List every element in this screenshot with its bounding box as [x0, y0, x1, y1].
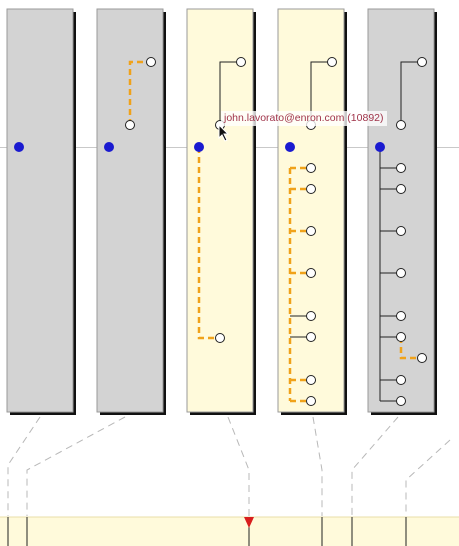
node-tooltip: john.lavorato@enron.com (10892)	[221, 111, 387, 126]
message-node[interactable]	[396, 375, 406, 385]
message-node[interactable]	[327, 57, 337, 67]
message-node[interactable]	[306, 311, 316, 321]
root-node[interactable]	[285, 142, 295, 152]
root-node[interactable]	[104, 142, 114, 152]
mouse-pointer-icon	[218, 124, 230, 142]
message-node[interactable]	[396, 120, 406, 130]
message-node[interactable]	[306, 226, 316, 236]
message-node[interactable]	[125, 120, 135, 130]
snapshot-panel-1[interactable]	[6, 8, 76, 415]
root-node[interactable]	[14, 142, 24, 152]
message-node[interactable]	[396, 226, 406, 236]
snapshot-panel-3[interactable]	[186, 8, 256, 415]
message-node[interactable]	[215, 333, 225, 343]
message-node[interactable]	[146, 57, 156, 67]
message-node[interactable]	[396, 163, 406, 173]
timeline-connectors	[7, 416, 451, 516]
red-triangle-icon[interactable]	[244, 517, 254, 528]
message-node[interactable]	[306, 184, 316, 194]
message-node[interactable]	[396, 184, 406, 194]
snapshot-panel-5[interactable]	[367, 8, 437, 415]
message-node[interactable]	[306, 396, 316, 406]
message-node[interactable]	[396, 332, 406, 342]
message-node[interactable]	[417, 57, 427, 67]
message-node[interactable]	[236, 57, 246, 67]
snapshot-panel-2[interactable]	[96, 8, 166, 415]
root-node[interactable]	[375, 142, 385, 152]
message-node[interactable]	[306, 332, 316, 342]
root-node[interactable]	[194, 142, 204, 152]
message-node[interactable]	[396, 396, 406, 406]
snapshot-panel-4[interactable]	[277, 8, 347, 415]
message-node[interactable]	[396, 311, 406, 321]
message-node[interactable]	[306, 268, 316, 278]
message-node[interactable]	[306, 163, 316, 173]
message-node[interactable]	[417, 353, 427, 363]
timeline[interactable]	[0, 516, 459, 546]
message-node[interactable]	[306, 375, 316, 385]
tooltip-text: john.lavorato@enron.com (10892)	[224, 112, 384, 124]
message-node[interactable]	[396, 268, 406, 278]
